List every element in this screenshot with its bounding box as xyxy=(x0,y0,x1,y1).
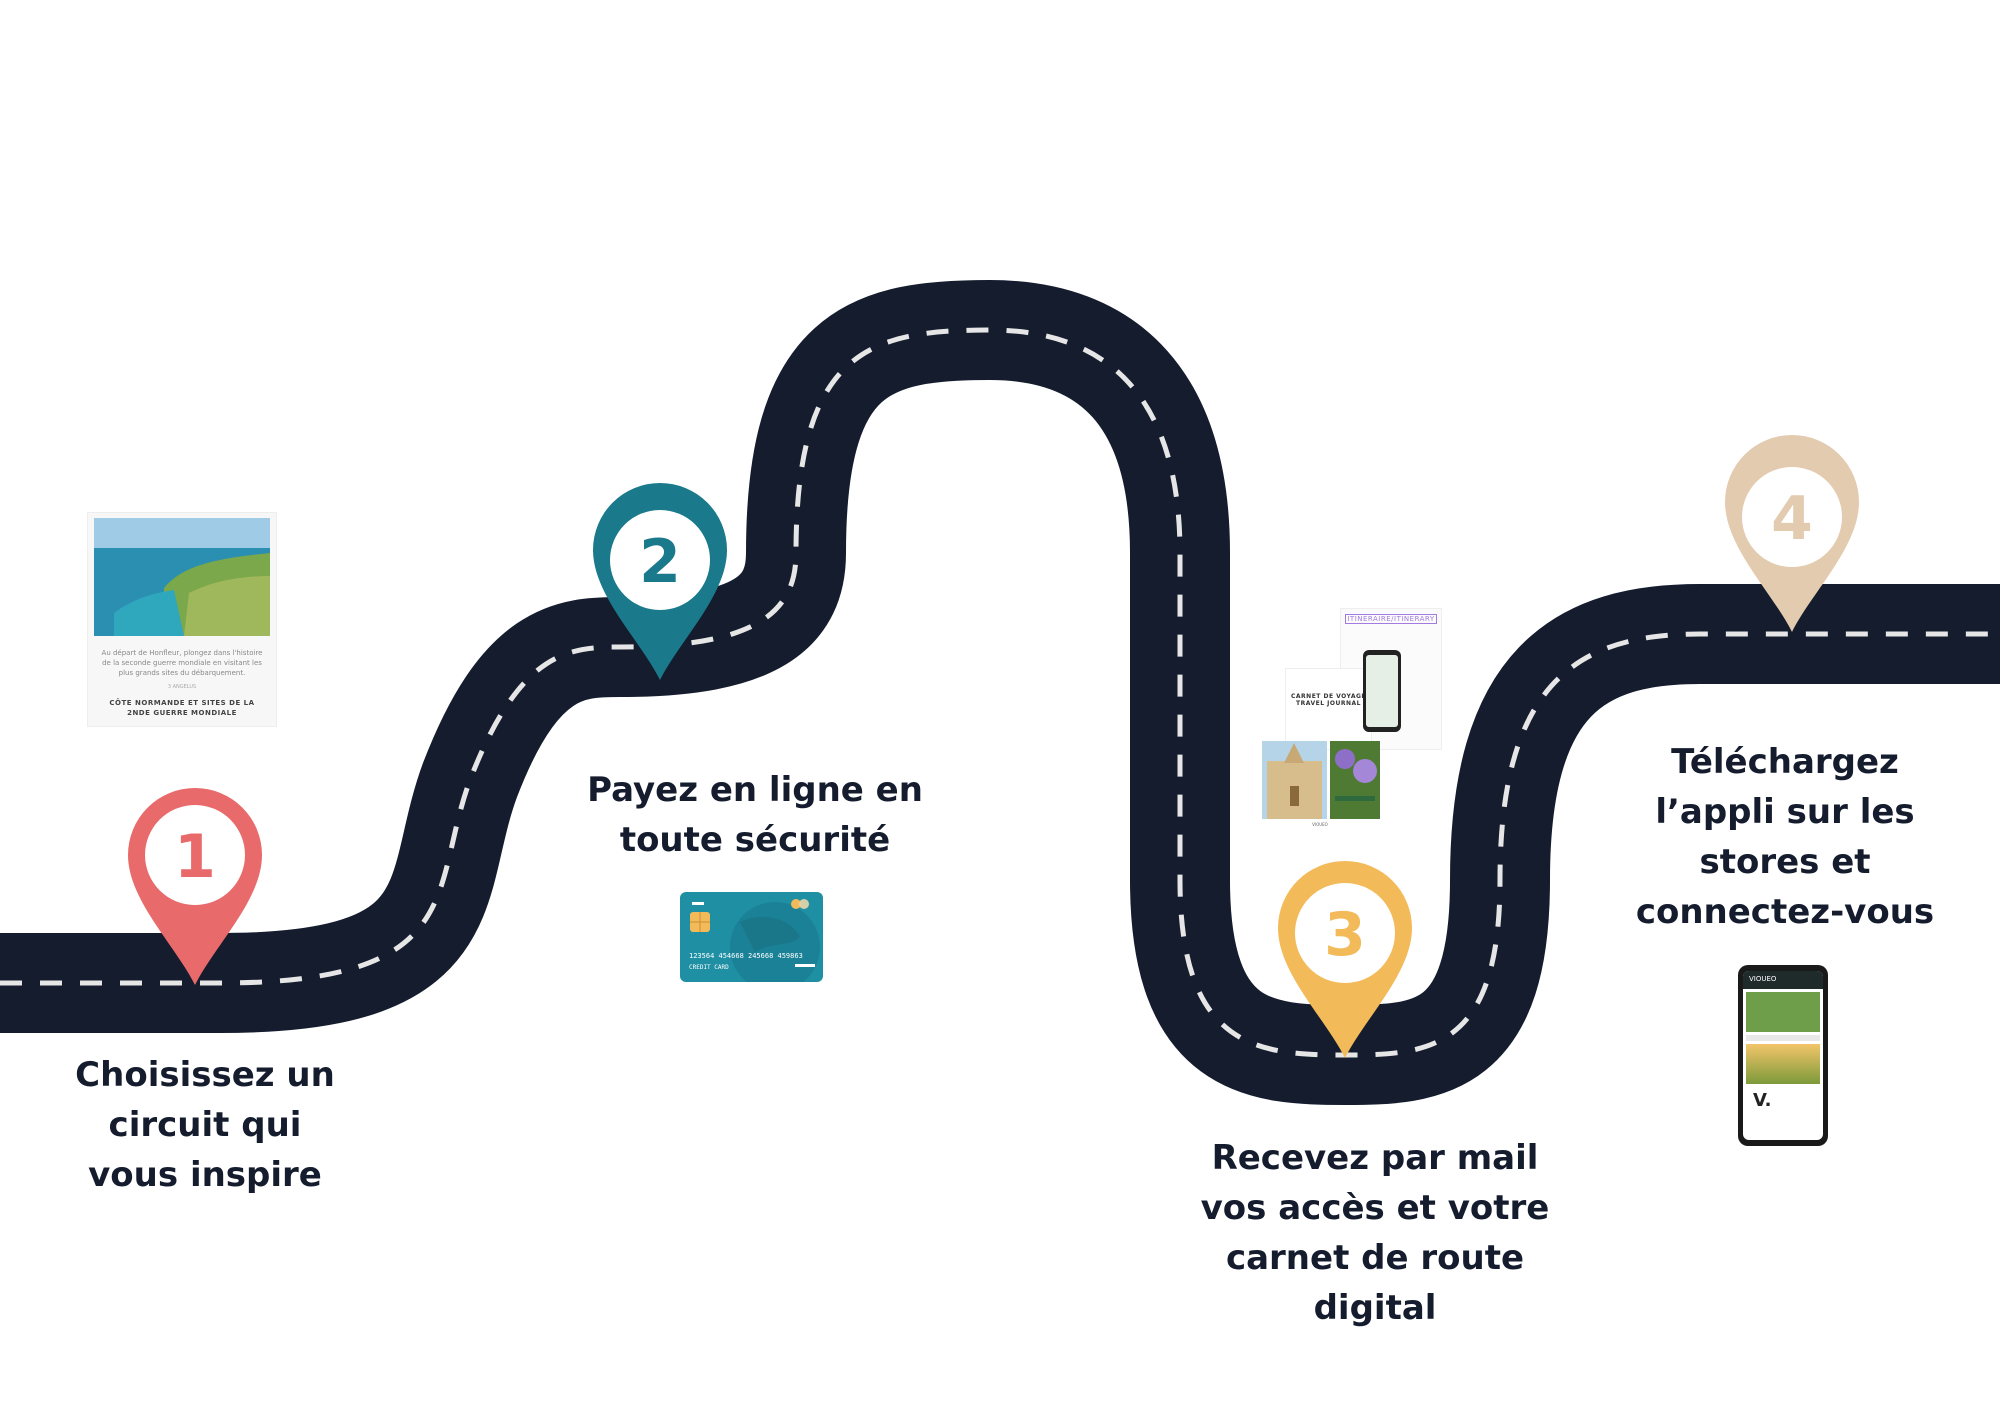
card-number: 123564 454668 245668 459863 xyxy=(689,952,803,960)
circuit-card: Au départ de Honfleur, plongez dans l'hi… xyxy=(87,512,277,727)
pin-3: 3 xyxy=(1278,861,1412,1058)
journal-title-1: CARNET DE VOYAGE xyxy=(1291,693,1366,700)
pin-1: 1 xyxy=(128,788,262,985)
circuit-card-description: Au départ de Honfleur, plongez dans l'hi… xyxy=(101,649,263,677)
itinerary-title: ITINÉRAIRE/ITINERARY xyxy=(1345,614,1437,624)
church-photo xyxy=(1262,741,1327,819)
app-header: VIOUEO xyxy=(1743,971,1823,989)
step-2-text: Payez en ligne en toute sécurité xyxy=(587,770,923,860)
road-body xyxy=(0,280,2000,1105)
step-3-text: Recevez par mail vos accès et votre carn… xyxy=(1200,1138,1550,1328)
app-logo: V. xyxy=(1753,1090,1772,1111)
phone-app-mockup: VIOUEO V. xyxy=(1738,965,1828,1146)
pin-4-number: 4 xyxy=(1771,484,1813,554)
journal-title-2: TRAVEL JOURNAL xyxy=(1296,700,1361,707)
travel-journal-collage: ITINÉRAIRE/ITINERARY CARNET DE VOYAGE TR… xyxy=(1260,608,1442,828)
app-sunset-photo xyxy=(1746,1044,1820,1084)
journal-brand: VIOUEO xyxy=(1312,822,1328,827)
pin-2: 2 xyxy=(593,483,727,680)
credit-card-image: 123564 454668 245668 459863 CREDIT CARD xyxy=(680,892,823,982)
card-brand-icon xyxy=(791,899,801,909)
coastline-photo xyxy=(94,518,270,636)
journal-cover: CARNET DE VOYAGE TRAVEL JOURNAL xyxy=(1285,668,1372,750)
garden-photo xyxy=(1330,741,1380,819)
card-label: CREDIT CARD xyxy=(689,964,729,971)
road-center-line xyxy=(0,327,2000,1058)
pin-1-number: 1 xyxy=(174,822,216,892)
pin-2-number: 2 xyxy=(639,527,681,597)
app-vineyard-photo xyxy=(1746,992,1820,1032)
app-brand: VIOUEO xyxy=(1749,975,1777,983)
pin-3-number: 3 xyxy=(1324,900,1366,970)
phone-screen: VIOUEO V. xyxy=(1743,971,1823,1140)
step-4-text: Téléchargez l’appli sur les stores et co… xyxy=(1635,742,1935,932)
step-1-text: Choisissez un circuit qui vous inspire xyxy=(75,1055,335,1195)
circuit-card-meta: 3 ANGELUS xyxy=(167,684,197,690)
pin-4: 4 xyxy=(1725,435,1859,632)
phone-map-thumbnail xyxy=(1363,650,1401,732)
circuit-card-caption: CÔTE NORMANDE ET SITES DE LA 2NDE GUERRE… xyxy=(109,699,255,717)
